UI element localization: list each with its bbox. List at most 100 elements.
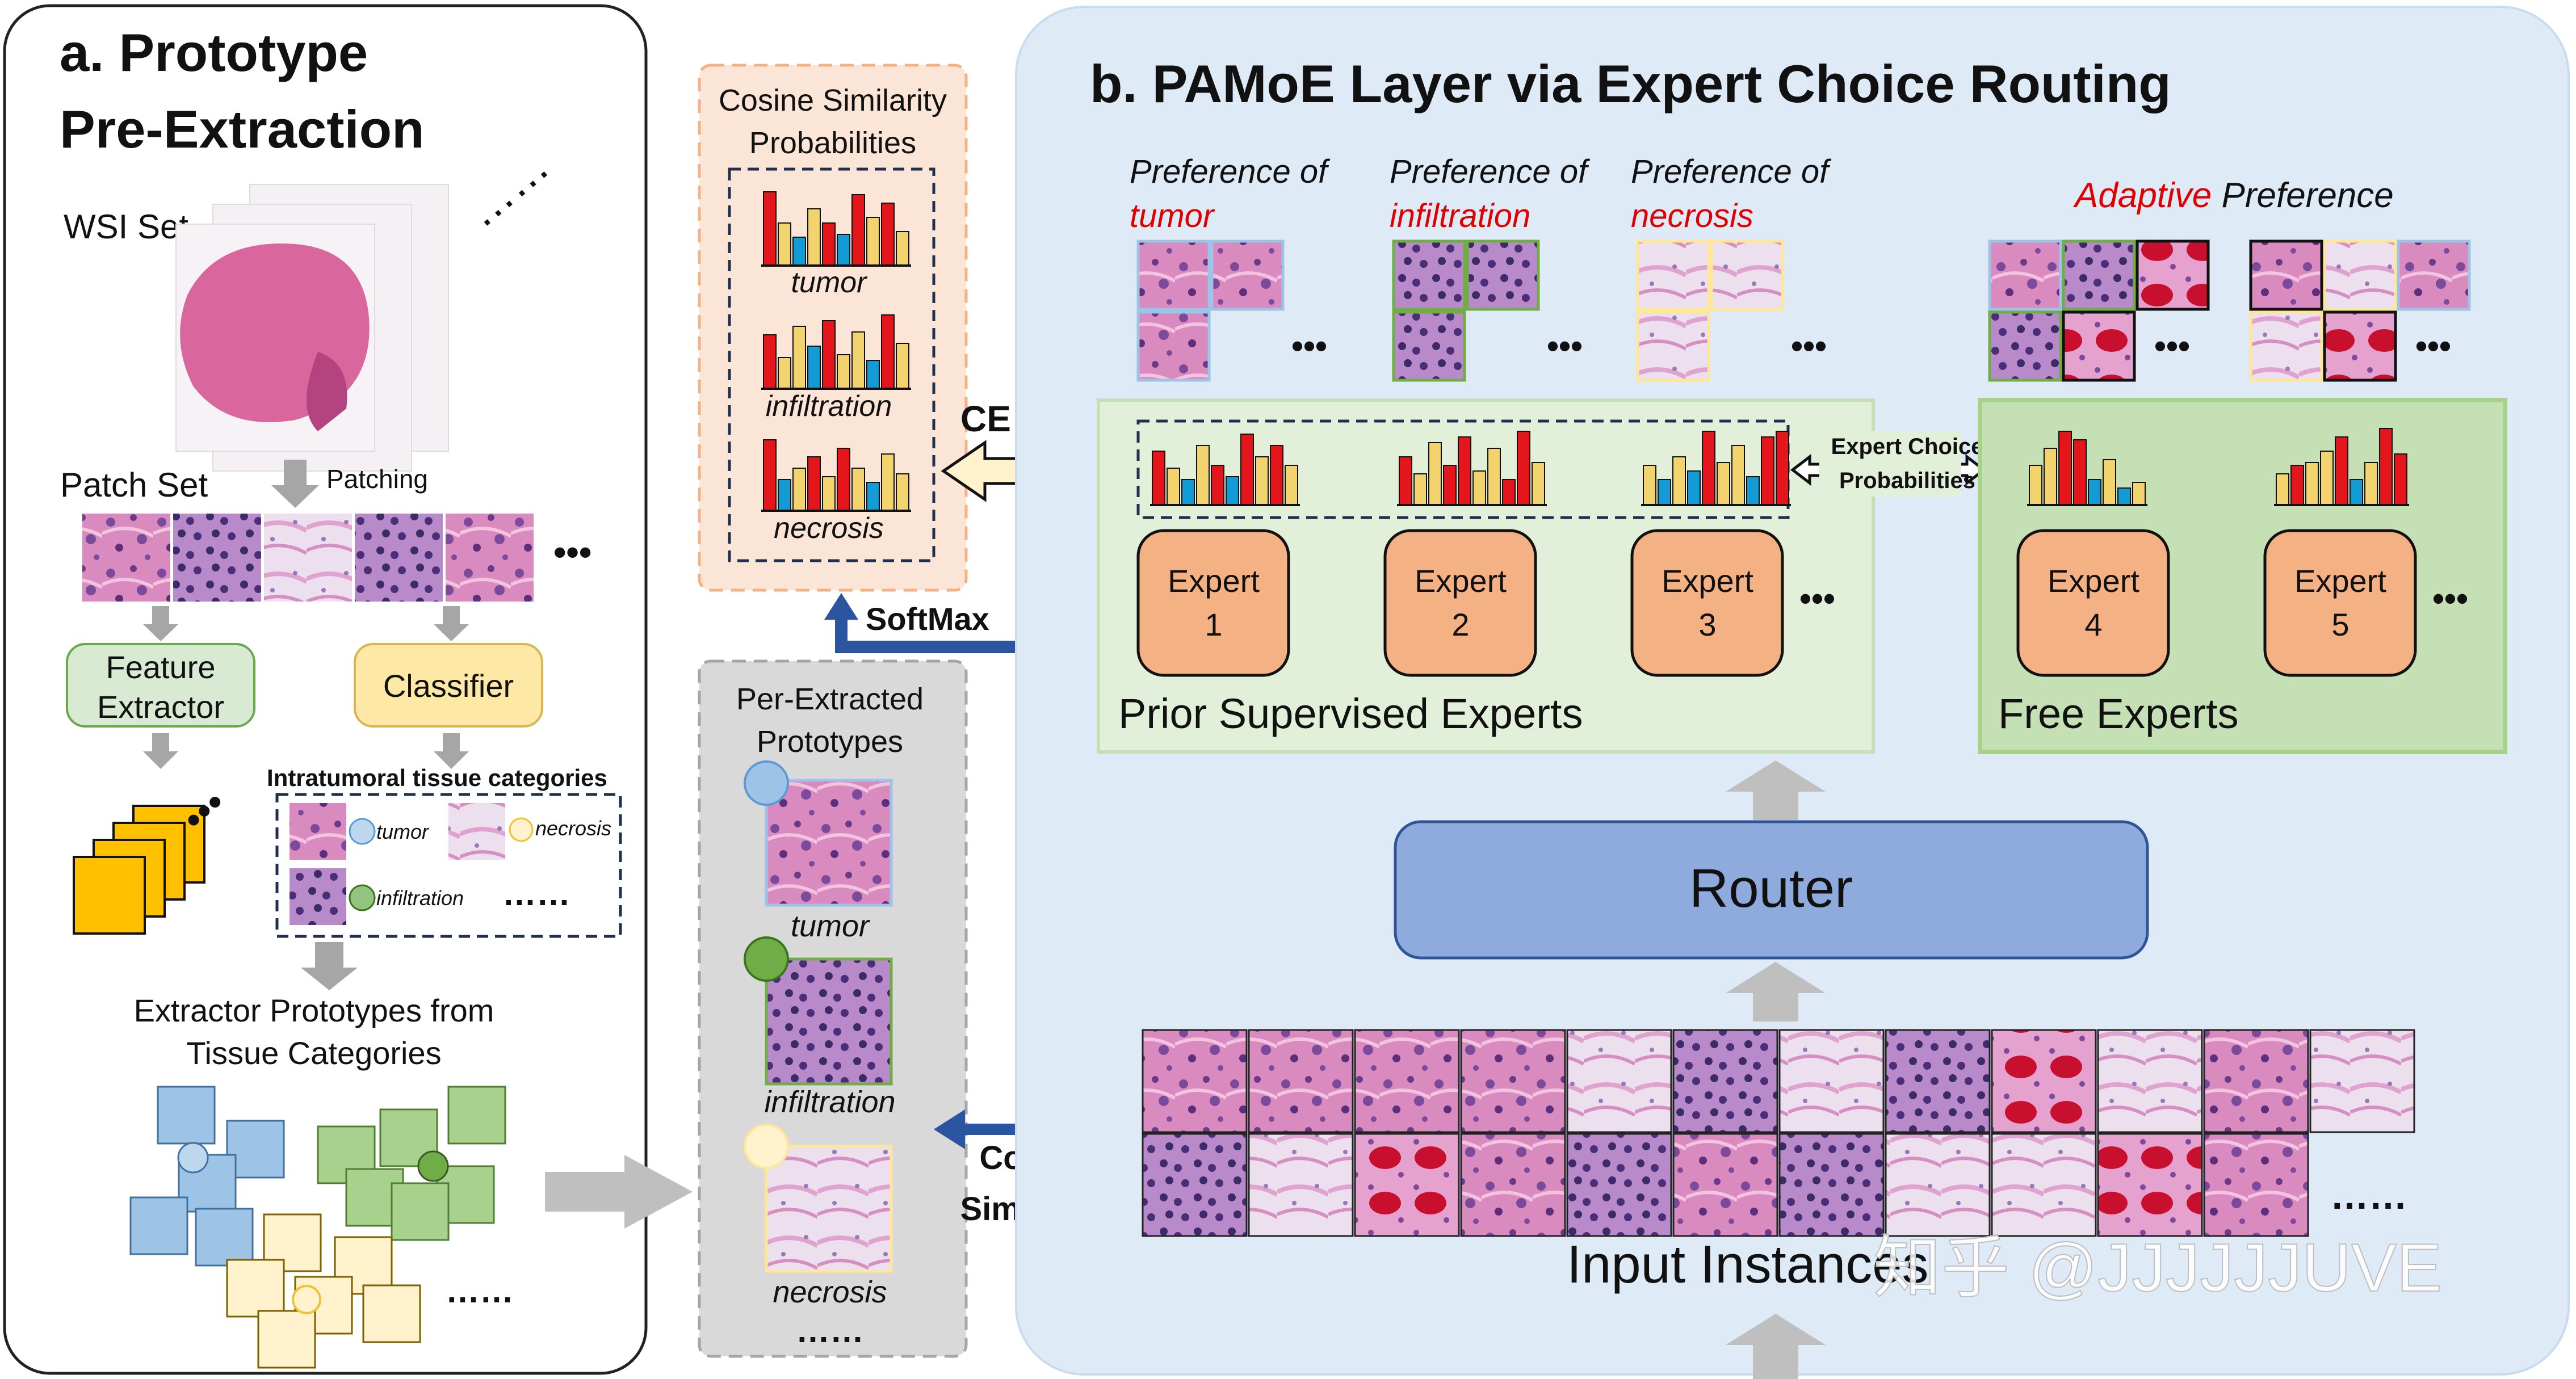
a-to-b-arrow-head bbox=[624, 1155, 693, 1229]
barsE1-bar bbox=[1167, 468, 1180, 506]
prior-experts-label: Prior Supervised Experts bbox=[1118, 690, 1583, 737]
barsE3-bar bbox=[1731, 445, 1745, 506]
barsNecro-bar bbox=[837, 448, 850, 511]
adaptive-thumbs-5 bbox=[2249, 239, 2471, 382]
input-instance-tile bbox=[1248, 1029, 1354, 1133]
pref-necrosis-title: Preference of bbox=[1631, 153, 1832, 190]
patch-more-dots: ••• bbox=[553, 532, 591, 573]
pref-infiltration-category: infiltration bbox=[1390, 197, 1530, 234]
barsNecro-bar bbox=[792, 468, 806, 511]
expert-4-number: 4 bbox=[2084, 607, 2102, 642]
bars-tumor-label: tumor bbox=[791, 266, 869, 299]
cat-tumor-label: tumor bbox=[376, 820, 430, 843]
router-to-experts-head bbox=[1726, 760, 1826, 792]
cos-prob-title-line1: Cosine Similarity bbox=[719, 83, 947, 117]
barsE5-bar bbox=[2320, 451, 2334, 506]
input-instance-tile bbox=[1354, 1029, 1460, 1133]
barsE1-bar bbox=[1226, 476, 1239, 506]
barsNecro-bar bbox=[822, 476, 836, 511]
barsNecro-bar bbox=[778, 479, 791, 511]
cat-necrosis-label: necrosis bbox=[535, 817, 611, 840]
bars-necrosis bbox=[761, 439, 911, 512]
barsInfil-bar bbox=[837, 354, 850, 389]
pref-necrosis-category: necrosis bbox=[1631, 197, 1753, 234]
panel-a-title-line2: Pre-Extraction bbox=[60, 99, 425, 159]
infiltration-prototype-center bbox=[417, 1150, 449, 1182]
expert-2-box bbox=[1383, 529, 1537, 677]
barsE2-bar bbox=[1517, 431, 1530, 506]
bars-expert-3 bbox=[1641, 431, 1791, 506]
cat-tumor-dot bbox=[349, 818, 376, 845]
bars-expert-4 bbox=[2027, 431, 2147, 506]
barsE5-bar bbox=[2276, 473, 2289, 506]
patch-1 bbox=[82, 514, 170, 602]
cat-infiltration-label: infiltration bbox=[376, 886, 464, 910]
arrow-to-features-head bbox=[143, 751, 178, 769]
proto-tumor-label: tumor bbox=[791, 909, 870, 943]
arrow-to-categories-head bbox=[434, 751, 469, 769]
barsE3-bar bbox=[1776, 431, 1789, 506]
barsE1-bar bbox=[1255, 456, 1269, 506]
intratumoral-box bbox=[275, 793, 622, 938]
feature-extractor-box bbox=[66, 643, 255, 728]
instances-input-arrow-head bbox=[1726, 1314, 1826, 1345]
barsE1-bar bbox=[1270, 445, 1283, 506]
barsE1-bar bbox=[1240, 434, 1254, 506]
barsE5-bar bbox=[2335, 436, 2348, 506]
expert-2-number: 2 bbox=[1451, 607, 1469, 642]
expert-3-word: Expert bbox=[1662, 563, 1753, 599]
prototype-cluster-necrosis bbox=[226, 1213, 421, 1369]
barsInfil-bar bbox=[807, 346, 821, 389]
arrow-to-extractor-shaft bbox=[152, 606, 169, 624]
arrow-to-classifier-shaft bbox=[443, 606, 460, 624]
arrow-to-classifier-head bbox=[434, 624, 469, 641]
expert-1-box bbox=[1136, 529, 1290, 677]
prototypes-title-line1: Extractor Prototypes from bbox=[134, 993, 494, 1028]
patch-3 bbox=[264, 514, 352, 602]
barsE4-bar bbox=[2132, 482, 2146, 506]
prior-experts-dots: ••• bbox=[1799, 579, 1835, 617]
barsE5-bar bbox=[2394, 453, 2407, 506]
barsNecro-bar bbox=[851, 468, 865, 511]
cat-necrosis-patch bbox=[448, 803, 505, 860]
patching-arrow-shaft bbox=[284, 460, 307, 485]
barsInfil-bar bbox=[763, 334, 777, 389]
prototypes-title-line2: Tissue Categories bbox=[186, 1035, 441, 1071]
bars-infiltration-label: infiltration bbox=[766, 390, 892, 423]
adaptive-4-dots: ••• bbox=[2154, 327, 2190, 365]
router-box bbox=[1394, 820, 2149, 960]
panel-a-frame bbox=[3, 4, 648, 1375]
necrosis-prototype-center bbox=[292, 1285, 321, 1314]
pref-infiltration-title: Preference of bbox=[1390, 153, 1591, 190]
input-instance-tile bbox=[2097, 1133, 2203, 1237]
barsE1-bar bbox=[1211, 465, 1224, 506]
feature-extractor-line2: Extractor bbox=[97, 689, 224, 725]
barsE5-bar bbox=[2305, 462, 2319, 506]
watermark: 知乎 @JJJJJJUVE bbox=[1873, 1230, 2442, 1306]
expert-choice-line1: Expert Choice bbox=[1831, 434, 1984, 459]
expert-2-word: Expert bbox=[1415, 563, 1507, 599]
feature-extractor-line1: Feature bbox=[106, 649, 216, 685]
barsE4-bar bbox=[2058, 431, 2072, 506]
arrow-to-extractor-head bbox=[143, 624, 178, 641]
input-instances-grid bbox=[1142, 1029, 2415, 1237]
bars-necrosis-label: necrosis bbox=[774, 512, 884, 545]
pref-tumor-title: Preference of bbox=[1130, 153, 1331, 190]
barsNecro-bar bbox=[866, 482, 880, 511]
instances-to-router-shaft bbox=[1753, 993, 1798, 1021]
barsE5-bar bbox=[2350, 479, 2363, 506]
barsE3-bar bbox=[1658, 479, 1671, 506]
barsE3-bar bbox=[1643, 465, 1656, 506]
barsE4-bar bbox=[2088, 479, 2101, 506]
barsE2-bar bbox=[1532, 462, 1545, 506]
barsE1-bar bbox=[1181, 479, 1195, 506]
barsE5-bar bbox=[2379, 428, 2393, 506]
input-instance-tile bbox=[1566, 1029, 1672, 1133]
barsTumor-bar bbox=[896, 231, 909, 266]
barsE4-bar bbox=[2103, 459, 2116, 506]
barsNecro-bar bbox=[807, 456, 821, 511]
patch-4 bbox=[355, 514, 443, 602]
router-label: Router bbox=[1689, 858, 1853, 919]
input-instance-tile bbox=[2309, 1029, 2415, 1133]
barsInfil-bar bbox=[866, 360, 880, 389]
